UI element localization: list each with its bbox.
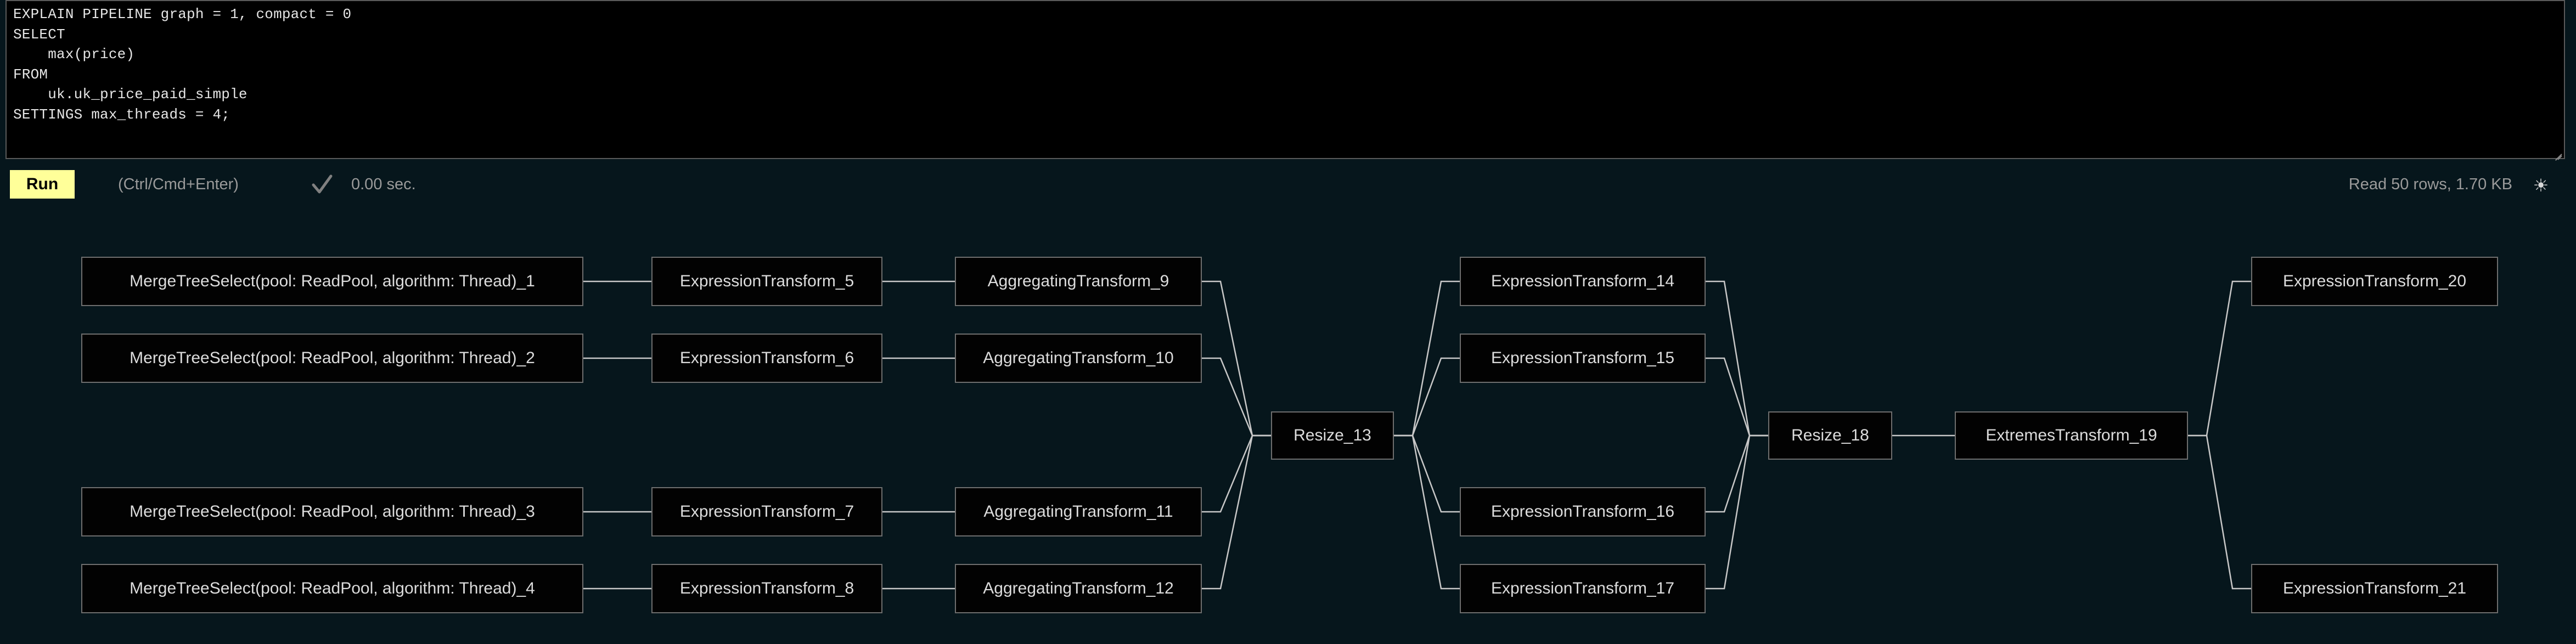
- shortcut-hint: (Ctrl/Cmd+Enter): [118, 176, 239, 193]
- graph-edge-rz13-to-et16: [1394, 434, 1460, 513]
- graph-edge-rz13-to-et15: [1394, 357, 1460, 437]
- graph-edge-ag11-to-rz13: [1202, 434, 1271, 513]
- graph-node-label: ExpressionTransform_20: [2282, 272, 2467, 290]
- graph-node-et21[interactable]: ExpressionTransform_21: [2251, 564, 2498, 613]
- graph-node-label: MergeTreeSelect(pool: ReadPool, algorith…: [130, 579, 535, 597]
- graph-node-rz13[interactable]: Resize_13: [1271, 411, 1394, 460]
- sun-icon[interactable]: ☀: [2533, 176, 2549, 195]
- graph-node-label: Resize_18: [1791, 426, 1869, 444]
- graph-node-label: AggregatingTransform_12: [983, 579, 1174, 597]
- pipeline-graph: MergeTreeSelect(pool: ReadPool, algorith…: [0, 208, 2576, 644]
- graph-node-label: ExpressionTransform_14: [1491, 272, 1675, 290]
- graph-node-mts4[interactable]: MergeTreeSelect(pool: ReadPool, algorith…: [81, 564, 583, 613]
- graph-node-label: ExpressionTransform_8: [679, 579, 854, 597]
- graph-node-label: ExpressionTransform_15: [1491, 349, 1675, 367]
- graph-node-mts1[interactable]: MergeTreeSelect(pool: ReadPool, algorith…: [81, 257, 583, 306]
- graph-node-ag11[interactable]: AggregatingTransform_11: [955, 487, 1202, 536]
- run-button[interactable]: Run: [10, 170, 75, 199]
- read-stats: Read 50 rows, 1.70 KB: [2348, 176, 2512, 193]
- graph-edge-et17-to-rz18: [1706, 434, 1768, 590]
- graph-node-et5[interactable]: ExpressionTransform_5: [651, 257, 882, 306]
- pipeline-edges: [583, 280, 2251, 590]
- graph-node-et16[interactable]: ExpressionTransform_16: [1460, 487, 1706, 536]
- check-icon: [310, 172, 334, 196]
- graph-node-label: ExtremesTransform_19: [1986, 426, 2157, 444]
- graph-node-ag12[interactable]: AggregatingTransform_12: [955, 564, 1202, 613]
- graph-node-et15[interactable]: ExpressionTransform_15: [1460, 334, 1706, 383]
- graph-edge-ag12-to-rz13: [1202, 434, 1271, 590]
- graph-edge-et16-to-rz18: [1706, 434, 1768, 513]
- graph-node-label: ExpressionTransform_7: [679, 502, 854, 521]
- graph-node-label: MergeTreeSelect(pool: ReadPool, algorith…: [130, 502, 535, 521]
- graph-edge-et15-to-rz18: [1706, 357, 1768, 437]
- graph-edge-ex19-to-et21: [2188, 434, 2251, 590]
- graph-node-ag10[interactable]: AggregatingTransform_10: [955, 334, 1202, 383]
- graph-node-label: MergeTreeSelect(pool: ReadPool, algorith…: [130, 272, 535, 290]
- graph-node-ex19[interactable]: ExtremesTransform_19: [1955, 411, 2188, 460]
- graph-node-et7[interactable]: ExpressionTransform_7: [651, 487, 882, 536]
- sql-query-editor[interactable]: [5, 0, 2565, 159]
- graph-node-et14[interactable]: ExpressionTransform_14: [1460, 257, 1706, 306]
- query-editor-container: [5, 0, 2565, 161]
- graph-node-et17[interactable]: ExpressionTransform_17: [1460, 564, 1706, 613]
- graph-node-label: ExpressionTransform_21: [2282, 579, 2467, 597]
- elapsed-time: 0.00 sec.: [351, 176, 416, 193]
- graph-node-label: ExpressionTransform_5: [679, 272, 854, 290]
- graph-node-label: ExpressionTransform_16: [1491, 502, 1675, 521]
- graph-node-rz18[interactable]: Resize_18: [1768, 411, 1892, 460]
- query-toolbar: Run (Ctrl/Cmd+Enter) 0.00 sec. Read 50 r…: [0, 160, 2576, 208]
- graph-edge-ex19-to-et20: [2188, 280, 2251, 437]
- graph-node-label: Resize_13: [1293, 426, 1371, 444]
- graph-node-mts3[interactable]: MergeTreeSelect(pool: ReadPool, algorith…: [81, 487, 583, 536]
- graph-node-label: AggregatingTransform_9: [987, 272, 1169, 290]
- graph-node-ag9[interactable]: AggregatingTransform_9: [955, 257, 1202, 306]
- graph-node-et6[interactable]: ExpressionTransform_6: [651, 334, 882, 383]
- graph-node-label: AggregatingTransform_10: [983, 349, 1174, 367]
- graph-node-label: AggregatingTransform_11: [983, 502, 1173, 521]
- graph-edge-rz13-to-et17: [1394, 434, 1460, 590]
- graph-node-et20[interactable]: ExpressionTransform_20: [2251, 257, 2498, 306]
- graph-node-label: ExpressionTransform_6: [679, 349, 854, 367]
- graph-node-mts2[interactable]: MergeTreeSelect(pool: ReadPool, algorith…: [81, 334, 583, 383]
- graph-edge-ag10-to-rz13: [1202, 357, 1271, 437]
- graph-node-label: ExpressionTransform_17: [1491, 579, 1675, 597]
- graph-node-label: MergeTreeSelect(pool: ReadPool, algorith…: [130, 349, 535, 367]
- graph-node-et8[interactable]: ExpressionTransform_8: [651, 564, 882, 613]
